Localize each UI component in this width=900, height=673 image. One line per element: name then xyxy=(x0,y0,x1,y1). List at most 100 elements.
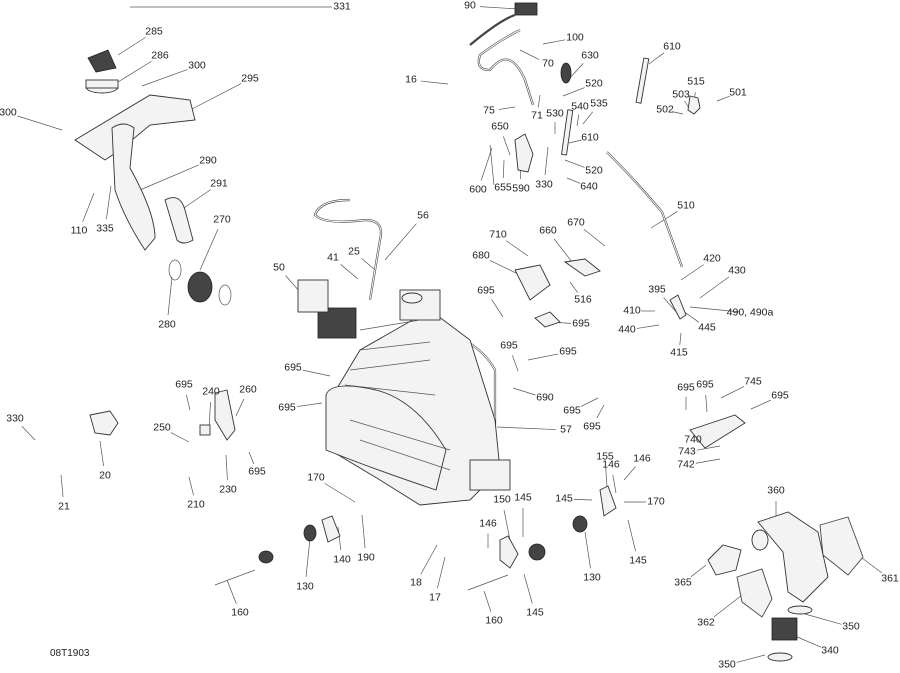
callout-530[interactable]: 530 xyxy=(546,107,564,120)
callout-291[interactable]: 291 xyxy=(210,177,228,190)
callout-695[interactable]: 695 xyxy=(559,345,577,358)
callout-502[interactable]: 502 xyxy=(656,103,674,116)
callout-516[interactable]: 516 xyxy=(574,293,592,306)
callout-740[interactable]: 740 xyxy=(684,433,702,446)
callout-745[interactable]: 745 xyxy=(744,375,762,388)
callout-610[interactable]: 610 xyxy=(581,131,599,144)
callout-695[interactable]: 695 xyxy=(500,339,518,352)
callout-155[interactable]: 155 xyxy=(596,450,614,463)
callout-501[interactable]: 501 xyxy=(729,86,747,99)
callout-130[interactable]: 130 xyxy=(296,580,314,593)
callout-240[interactable]: 240 xyxy=(202,385,220,398)
callout-640[interactable]: 640 xyxy=(580,180,598,193)
callout-695[interactable]: 695 xyxy=(771,389,789,402)
callout-695[interactable]: 695 xyxy=(696,378,714,391)
callout-150[interactable]: 150 xyxy=(493,493,511,506)
callout-210[interactable]: 210 xyxy=(187,498,205,511)
callout-17[interactable]: 17 xyxy=(429,591,441,604)
callout-160[interactable]: 160 xyxy=(231,606,249,619)
callout-146[interactable]: 146 xyxy=(633,452,651,465)
callout-250[interactable]: 250 xyxy=(153,421,171,434)
callout-146[interactable]: 146 xyxy=(602,458,620,471)
callout-16[interactable]: 16 xyxy=(405,73,417,86)
callout-660[interactable]: 660 xyxy=(539,224,557,237)
callout-286[interactable]: 286 xyxy=(151,49,169,62)
callout-330[interactable]: 330 xyxy=(6,412,24,425)
callout-695[interactable]: 695 xyxy=(677,381,695,394)
callout-742[interactable]: 742 xyxy=(677,458,695,471)
callout-280[interactable]: 280 xyxy=(158,318,176,331)
callout-350[interactable]: 350 xyxy=(718,658,736,671)
callout-535[interactable]: 535 xyxy=(590,97,608,110)
callout-670[interactable]: 670 xyxy=(567,216,585,229)
callout-57[interactable]: 57 xyxy=(560,423,572,436)
callout-610[interactable]: 610 xyxy=(663,40,681,53)
callout-130[interactable]: 130 xyxy=(583,571,601,584)
callout-170[interactable]: 170 xyxy=(307,471,325,484)
callout-440[interactable]: 440 xyxy=(618,323,636,336)
callout-695[interactable]: 695 xyxy=(248,465,266,478)
callout-695[interactable]: 695 xyxy=(563,404,581,417)
callout-743[interactable]: 743 xyxy=(678,445,696,458)
callout-503[interactable]: 503 xyxy=(672,88,690,101)
callout-695[interactable]: 695 xyxy=(583,420,601,433)
callout-170[interactable]: 170 xyxy=(647,495,665,508)
callout-520[interactable]: 520 xyxy=(585,77,603,90)
callout-695[interactable]: 695 xyxy=(175,378,193,391)
callout-360[interactable]: 360 xyxy=(767,484,785,497)
callout-695[interactable]: 695 xyxy=(278,401,296,414)
callout-365[interactable]: 365 xyxy=(674,576,692,589)
callout-690[interactable]: 690 xyxy=(536,391,554,404)
callout-335[interactable]: 335 xyxy=(96,222,114,235)
callout-260[interactable]: 260 xyxy=(239,383,257,396)
callout-695[interactable]: 695 xyxy=(284,361,302,374)
callout-270[interactable]: 270 xyxy=(213,213,231,226)
callout-290[interactable]: 290 xyxy=(199,154,217,167)
callout-600[interactable]: 600 xyxy=(469,183,487,196)
callout-140[interactable]: 140 xyxy=(333,553,351,566)
callout-395[interactable]: 395 xyxy=(648,283,666,296)
callout-20[interactable]: 20 xyxy=(99,469,111,482)
callout-650[interactable]: 650 xyxy=(491,120,509,133)
callout-110[interactable]: 110 xyxy=(70,224,88,237)
callout-70[interactable]: 70 xyxy=(542,57,554,70)
callout-41[interactable]: 41 xyxy=(327,251,339,264)
callout-445[interactable]: 445 xyxy=(698,321,716,334)
callout-18[interactable]: 18 xyxy=(410,576,422,589)
callout-420[interactable]: 420 xyxy=(703,252,721,265)
callout-21[interactable]: 21 xyxy=(58,500,70,513)
callout-50[interactable]: 50 xyxy=(273,261,285,274)
callout-160[interactable]: 160 xyxy=(485,614,503,627)
callout-230[interactable]: 230 xyxy=(219,483,237,496)
callout-655[interactable]: 655 xyxy=(494,181,512,194)
callout-145[interactable]: 145 xyxy=(629,554,647,567)
callout-710[interactable]: 710 xyxy=(489,228,507,241)
callout-25[interactable]: 25 xyxy=(348,245,360,258)
callout-285[interactable]: 285 xyxy=(145,25,163,38)
callout-190[interactable]: 190 xyxy=(357,551,375,564)
callout-415[interactable]: 415 xyxy=(670,346,688,359)
callout-146[interactable]: 146 xyxy=(479,517,497,530)
callout-540[interactable]: 540 xyxy=(571,100,589,113)
callout-100[interactable]: 100 xyxy=(566,31,584,44)
callout-362[interactable]: 362 xyxy=(697,616,715,629)
callout-300[interactable]: 300 xyxy=(188,59,206,72)
callout-300[interactable]: 300 xyxy=(0,106,17,119)
callout-330[interactable]: 330 xyxy=(535,178,553,191)
callout-90[interactable]: 90 xyxy=(464,0,476,12)
callout-75[interactable]: 75 xyxy=(483,104,495,117)
callout-295[interactable]: 295 xyxy=(241,72,259,85)
callout-350[interactable]: 350 xyxy=(842,620,860,633)
callout-680[interactable]: 680 xyxy=(472,249,490,262)
callout-520[interactable]: 520 xyxy=(585,164,603,177)
callout-695[interactable]: 695 xyxy=(572,317,590,330)
callout-515[interactable]: 515 xyxy=(687,75,705,88)
callout-490-490a[interactable]: 490, 490a xyxy=(726,306,774,319)
callout-510[interactable]: 510 xyxy=(677,199,695,212)
callout-590[interactable]: 590 xyxy=(512,182,530,195)
callout-71[interactable]: 71 xyxy=(531,109,543,122)
callout-145[interactable]: 145 xyxy=(526,606,544,619)
callout-145[interactable]: 145 xyxy=(514,491,532,504)
callout-695[interactable]: 695 xyxy=(477,284,495,297)
callout-430[interactable]: 430 xyxy=(728,264,746,277)
